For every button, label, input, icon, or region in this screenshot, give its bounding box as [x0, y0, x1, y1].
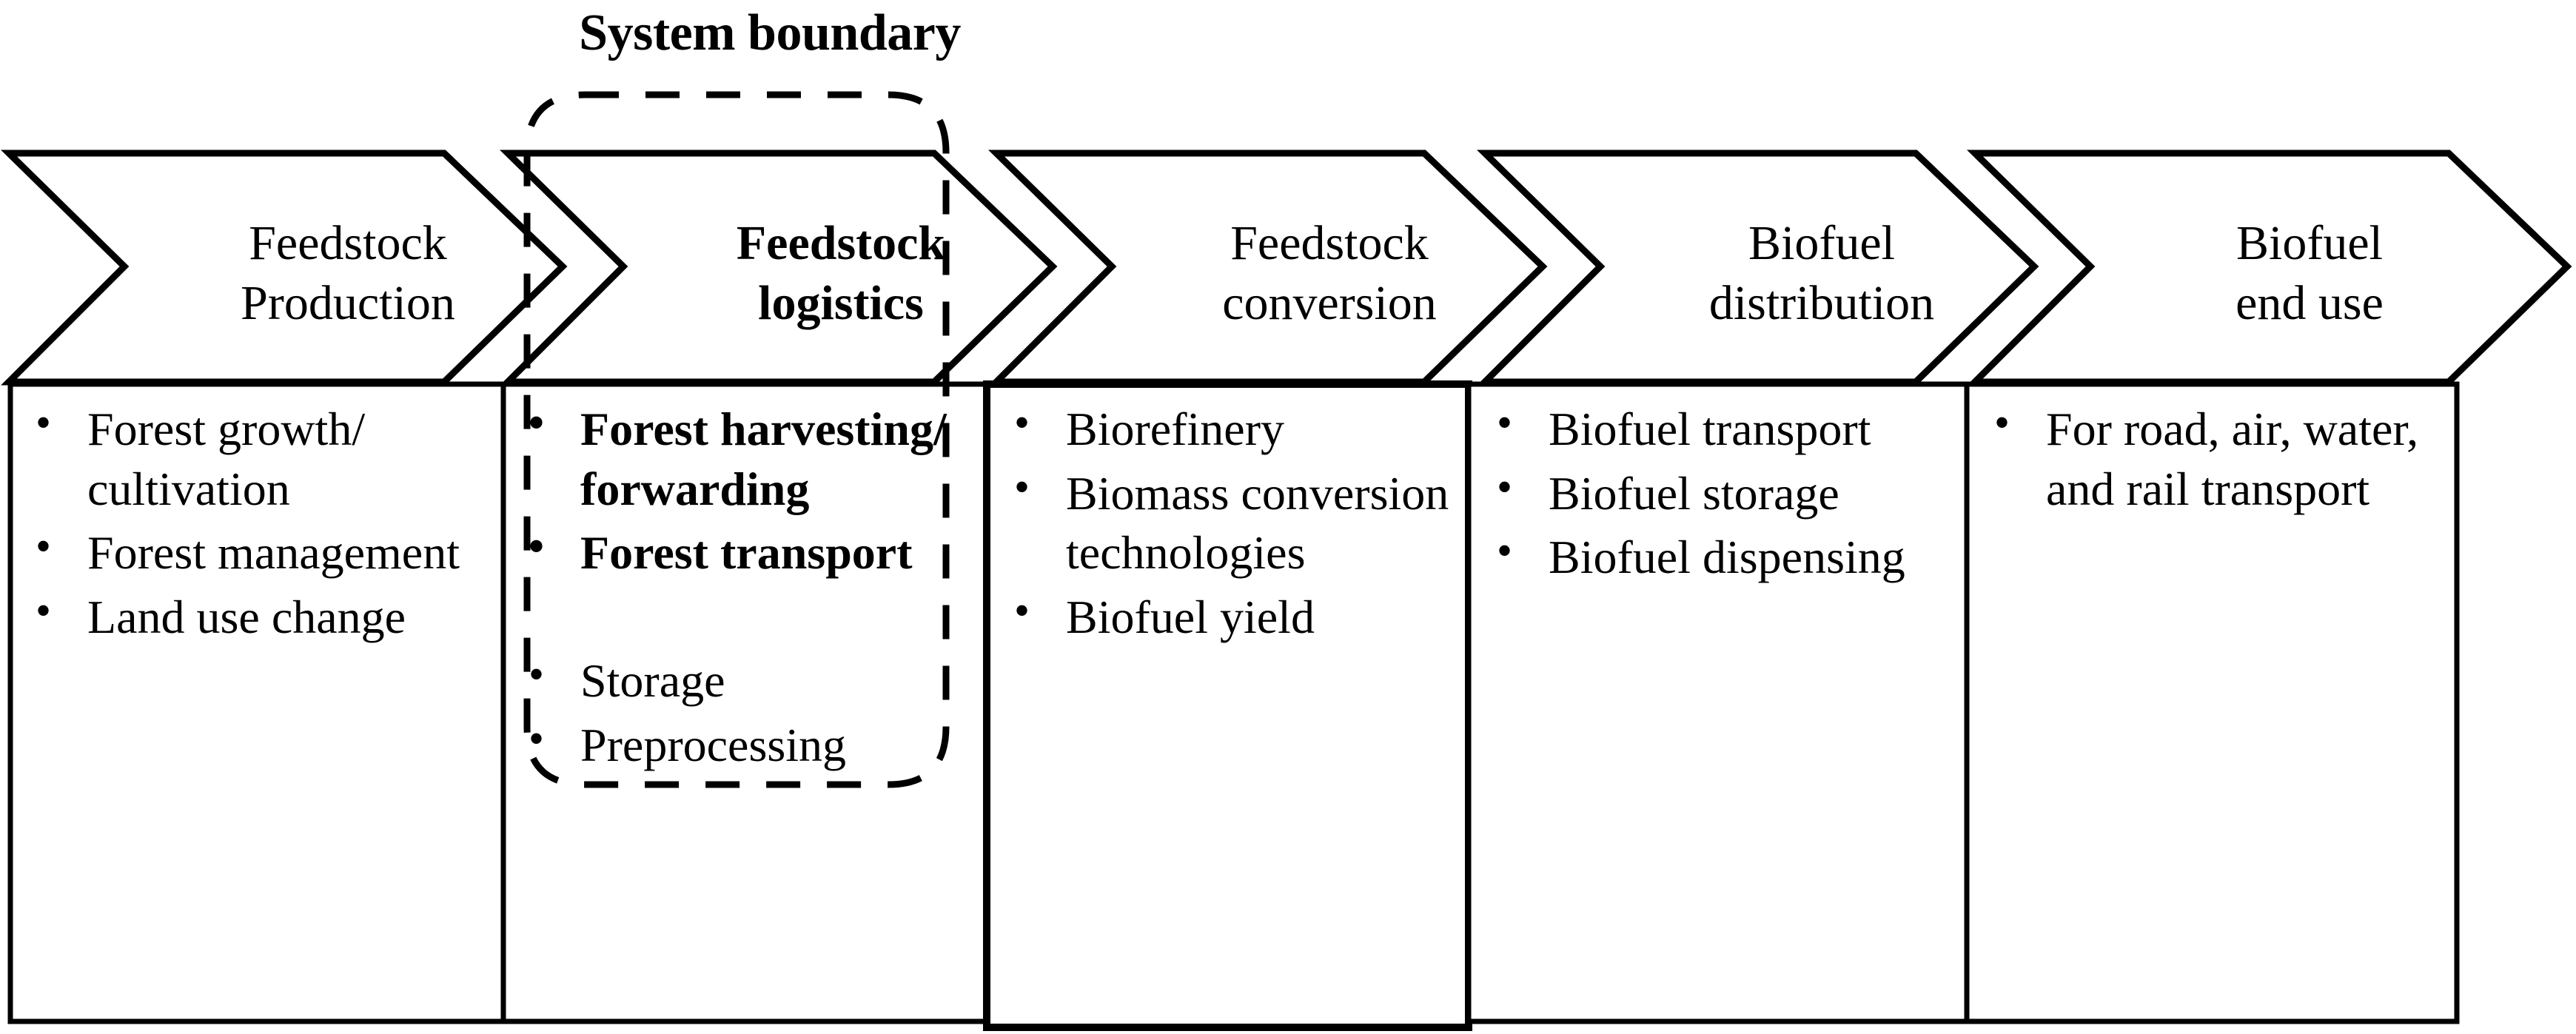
list-item: Forest transport [515, 519, 959, 583]
header-line-1: Biofuel [2236, 216, 2383, 271]
stage-body-biofuel-end-use: For road, air, water, and rail transport [1981, 395, 2440, 523]
list-item: Forest growth/ cultivation [22, 395, 481, 519]
list-item: Biomass conversion technologies [1001, 460, 1452, 583]
bullet-list-primary: Forest harvesting/ forwarding Forest tra… [515, 395, 959, 583]
list-item: For road, air, water, and rail transport [1981, 395, 2440, 519]
chevron-band [0, 150, 2572, 386]
stage-header-feedstock-production[interactable]: Feedstock Production [118, 170, 577, 377]
list-item: Biofuel storage [1483, 460, 1928, 524]
header-line-1: Feedstock [249, 216, 447, 271]
stage-body-feedstock-logistics: Forest harvesting/ forwarding Forest tra… [515, 395, 959, 779]
list-item: Biofuel yield [1001, 583, 1452, 648]
list-item: Land use change [22, 583, 481, 648]
stage-body-feedstock-production: Forest growth/ cultivation Forest manage… [22, 395, 481, 652]
header-line-2: conversion [1222, 276, 1437, 330]
chevron-overlap-fix [508, 150, 934, 386]
bullet-list-primary: Biorefinery Biomass conversion technolog… [1001, 395, 1452, 648]
system-boundary-outline [523, 91, 950, 788]
list-item: Biofuel dispensing [1483, 523, 1928, 588]
stage-header-biofuel-end-use[interactable]: Biofuel end use [2087, 170, 2532, 377]
header-line-2: end use [2235, 276, 2384, 330]
header-line-2: distribution [1708, 276, 1935, 330]
header-line-1: Feedstock [1230, 216, 1429, 271]
bullet-list-primary: Biofuel transport Biofuel storage Biofue… [1483, 395, 1928, 588]
stage-header-feedstock-logistics[interactable]: Feedstock logistics [619, 170, 1063, 377]
list-item: Biofuel transport [1483, 395, 1928, 460]
header-line-1: Biofuel [1748, 216, 1895, 271]
system-boundary-label: System boundary [579, 4, 961, 61]
stage-header-feedstock-conversion[interactable]: Feedstock conversion [1107, 170, 1552, 377]
bullet-list-primary: Forest growth/ cultivation Forest manage… [22, 395, 481, 648]
header-line-2: Production [241, 276, 455, 330]
list-item: Forest harvesting/ forwarding [515, 395, 959, 519]
header-line-1: Feedstock [736, 216, 946, 271]
list-item: Storage [515, 647, 959, 711]
bullet-list-secondary: Storage Preprocessing [515, 647, 959, 776]
list-group-spacer [515, 588, 959, 651]
stage-body-feedstock-conversion: Biorefinery Biomass conversion technolog… [1001, 395, 1452, 652]
bullet-list-primary: For road, air, water, and rail transport [1981, 395, 2440, 519]
list-item: Forest management [22, 519, 481, 583]
stage-body-biofuel-distribution: Biofuel transport Biofuel storage Biofue… [1483, 395, 1928, 592]
stage-header-biofuel-distribution[interactable]: Biofuel distribution [1596, 170, 2047, 377]
header-line-2: logistics [758, 276, 924, 330]
list-item: Preprocessing [515, 711, 959, 776]
list-item: Biorefinery [1001, 395, 1452, 460]
